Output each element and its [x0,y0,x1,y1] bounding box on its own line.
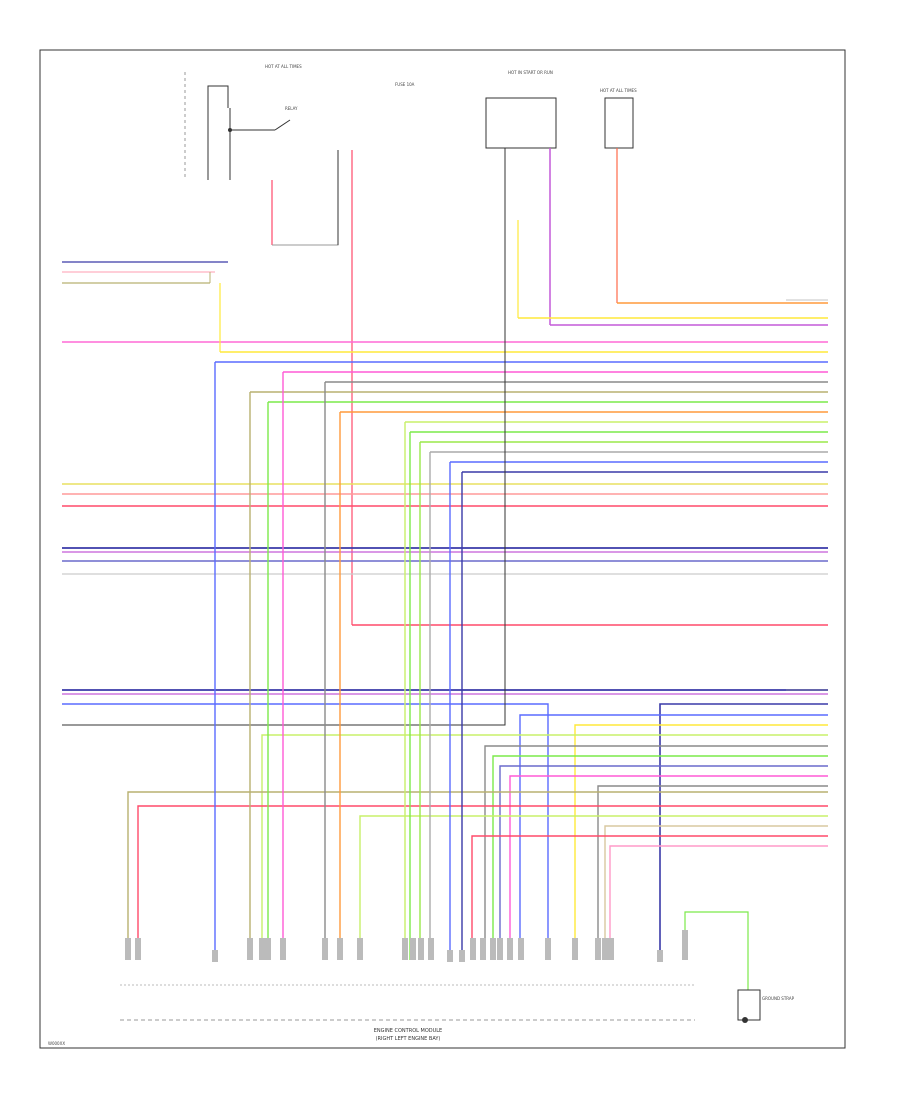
right-labels [786,299,828,691]
ground-label: GROUND STRAP [762,996,795,1001]
fuse-label-1: HOT AT ALL TIMES [265,64,302,69]
fuse-label-4: HOT AT ALL TIMES [600,88,637,93]
top-components: HOT AT ALL TIMES RELAY FUSE 10A HOT IN S… [184,64,637,625]
ecm-subtitle: (RIGHT LEFT ENGINE BAY) [376,1036,441,1042]
vertical-drops [214,283,463,960]
left-wires [62,261,228,284]
main-harness [62,220,828,960]
ground-strap: GROUND STRAP [684,911,795,1023]
svg-text:RELAY: RELAY [285,106,298,111]
fuse-block [485,97,557,149]
ecm-title: ENGINE CONTROL MODULE [374,1028,442,1034]
fuse-label-2: FUSE 10A [395,82,415,87]
diagram-frame [39,49,846,1049]
ecm-connector: ENGINE CONTROL MODULE (RIGHT LEFT ENGINE… [120,930,695,1042]
fuse-label-3: HOT IN START OR RUN [508,70,553,75]
fuse-block-2 [604,97,634,149]
page-code: W000XX [48,1041,65,1046]
